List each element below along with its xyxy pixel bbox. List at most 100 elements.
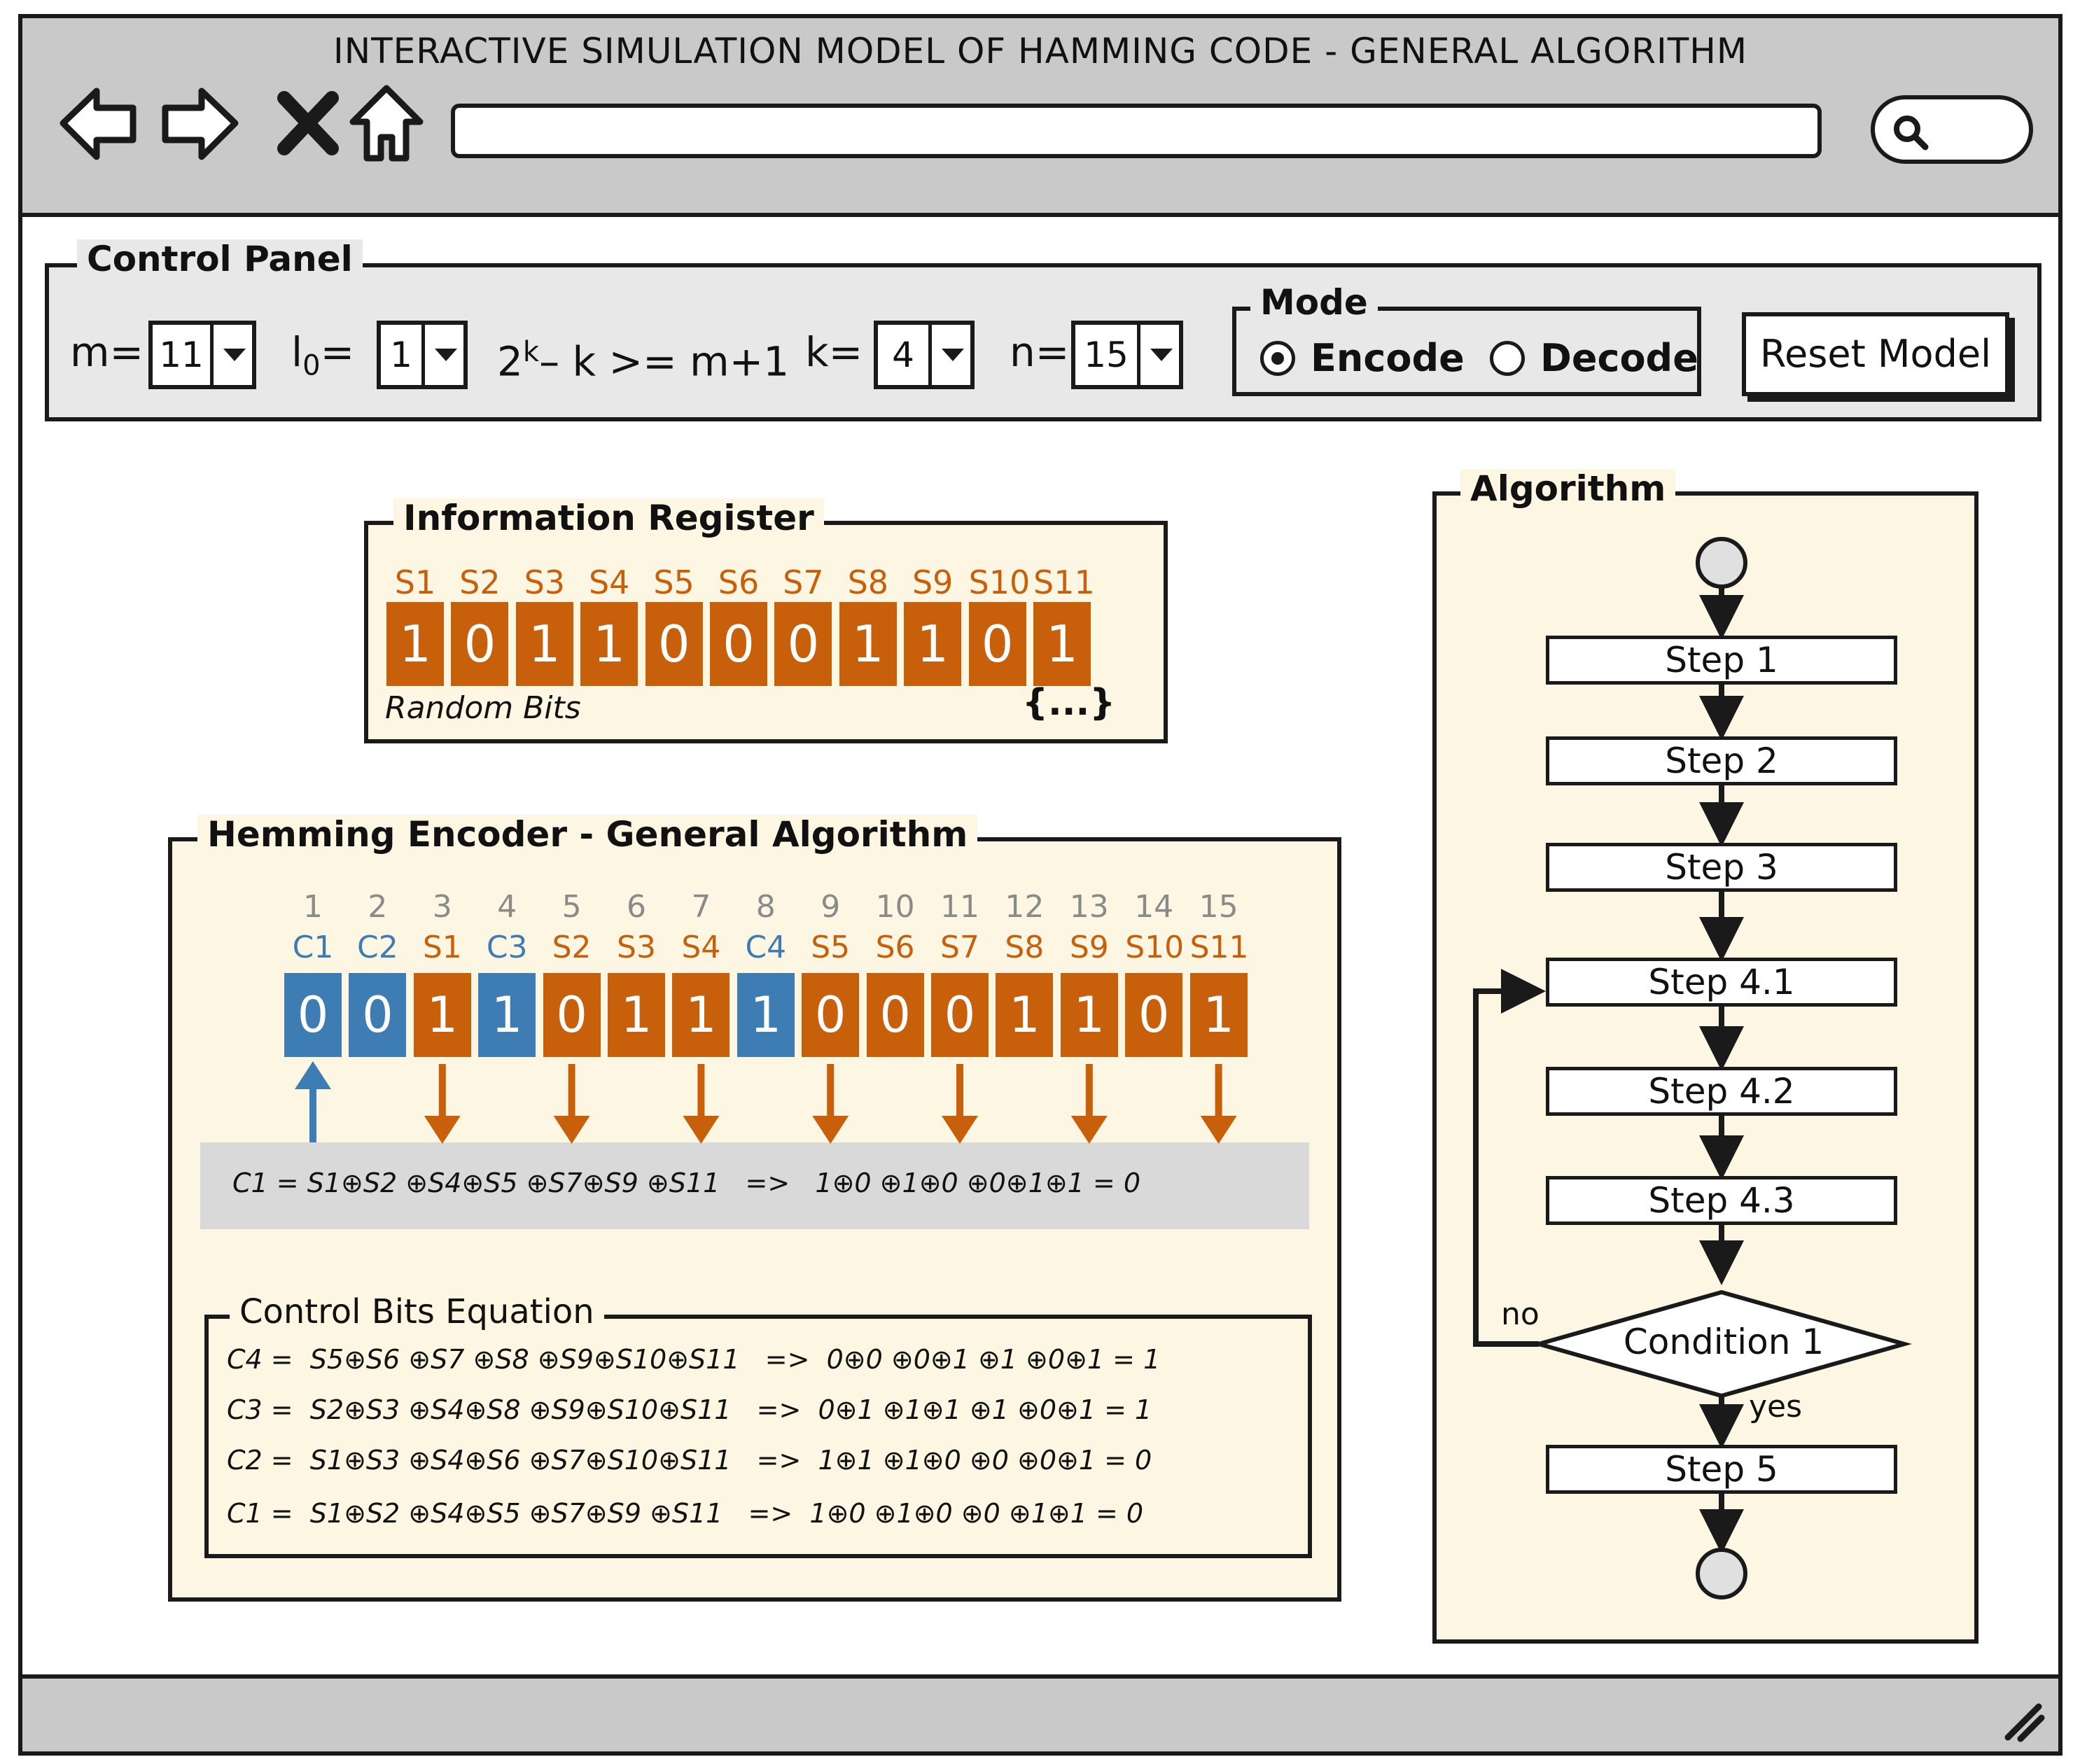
- info-bit-value[interactable]: 0: [451, 602, 509, 686]
- step-2[interactable]: Step 2: [1546, 736, 1897, 785]
- bit-position-number: 13: [1069, 889, 1109, 925]
- m-label: m=: [70, 328, 144, 376]
- info-bit-value[interactable]: 0: [968, 602, 1026, 686]
- arrow-down-icon: [1070, 1064, 1108, 1144]
- chevron-down-icon[interactable]: [1137, 325, 1179, 385]
- k-select[interactable]: 4: [874, 321, 975, 389]
- k-value: 4: [892, 335, 914, 375]
- info-bit-cell[interactable]: 0: [1125, 973, 1183, 1057]
- mode-encode-radio[interactable]: Encode: [1260, 336, 1465, 380]
- control-bit-cell[interactable]: 1: [737, 973, 795, 1057]
- step-5[interactable]: Step 5: [1546, 1445, 1897, 1494]
- info-bit-label: S6: [718, 564, 760, 601]
- bit-position-number: 3: [432, 889, 452, 925]
- back-arrow-icon[interactable]: [57, 83, 139, 164]
- control-bit-label: C1: [292, 930, 334, 965]
- step-3[interactable]: Step 3: [1546, 843, 1897, 892]
- info-bit-cell[interactable]: 1: [996, 973, 1054, 1057]
- info-bit-cell[interactable]: 0: [802, 973, 860, 1057]
- bit-position-number: 14: [1134, 889, 1174, 925]
- search-input[interactable]: [1871, 95, 2033, 164]
- arrow-down-icon: [1200, 1064, 1237, 1144]
- bit-position-number: 9: [821, 889, 841, 925]
- radio-empty-icon[interactable]: [1490, 340, 1525, 376]
- info-bit-value[interactable]: 1: [386, 602, 444, 686]
- bit-position-number: 15: [1199, 889, 1238, 925]
- step-4-2[interactable]: Step 4.2: [1546, 1067, 1897, 1116]
- info-bit-cell[interactable]: 1: [608, 973, 665, 1057]
- l0-select[interactable]: 1: [377, 321, 468, 389]
- chevron-down-icon[interactable]: [210, 325, 252, 385]
- info-bit-cell[interactable]: 0: [866, 973, 924, 1057]
- info-bit-value[interactable]: 1: [580, 602, 638, 686]
- bit-flow-arrows: [295, 1061, 1237, 1144]
- info-bit-label: S1: [422, 930, 462, 965]
- chevron-down-icon[interactable]: [928, 325, 970, 385]
- home-icon[interactable]: [346, 83, 427, 164]
- info-bit-value[interactable]: 1: [515, 602, 573, 686]
- info-bit-label: S4: [588, 564, 630, 601]
- info-bit-cell[interactable]: 1: [1189, 973, 1248, 1057]
- l0-label: l0=: [291, 328, 355, 382]
- info-bit-value[interactable]: 0: [645, 602, 703, 686]
- info-bit-cell[interactable]: 1: [1060, 973, 1118, 1057]
- n-value: 15: [1084, 335, 1129, 375]
- step-4-3[interactable]: Step 4.3: [1546, 1176, 1897, 1225]
- info-bit-cell[interactable]: 0: [543, 973, 601, 1057]
- start-node: [1696, 537, 1747, 589]
- m-select[interactable]: 11: [148, 321, 256, 389]
- info-bit-label: S11: [1189, 930, 1249, 965]
- flowchart-connectors: [1473, 537, 1912, 1600]
- info-bit-value[interactable]: 1: [1033, 602, 1091, 686]
- info-bit-value[interactable]: 1: [839, 602, 897, 686]
- condition-diamond: [1531, 1289, 1912, 1399]
- random-bits-label: Random Bits: [385, 690, 581, 726]
- random-bits-button[interactable]: {...}: [1022, 682, 1116, 724]
- l0-value: 1: [390, 335, 412, 375]
- chevron-down-icon[interactable]: [421, 325, 463, 385]
- info-bit-label: S11: [1033, 564, 1095, 601]
- title-bar: INTERACTIVE SIMULATION MODEL OF HAMMING …: [22, 18, 2058, 217]
- info-bit-label: S1: [394, 564, 436, 601]
- control-bit-cell[interactable]: 0: [349, 973, 407, 1057]
- control-bit-cell[interactable]: 1: [478, 973, 536, 1057]
- info-bit-label: S3: [524, 564, 566, 601]
- equation-c1: C1 = S1⊕S2 ⊕S4⊕S5 ⊕S7⊕S9 ⊕S11 => 1⊕0 ⊕1⊕…: [227, 1498, 1144, 1529]
- radio-selected-icon[interactable]: [1260, 340, 1295, 376]
- control-bit-label: C2: [357, 930, 398, 965]
- k-label: k=: [805, 328, 863, 376]
- mode-group: Mode Encode Decode: [1232, 283, 1701, 396]
- arrow-up-icon: [295, 1061, 331, 1142]
- info-bit-label: S2: [552, 930, 592, 965]
- bit-position-number: 11: [940, 889, 979, 925]
- resize-grip-icon[interactable]: [1998, 1695, 2047, 1744]
- info-bit-label: S9: [912, 564, 954, 601]
- equation-c3: C3 = S2⊕S3 ⊕S4⊕S8 ⊕S9⊕S10⊕S11 => 0⊕1 ⊕1⊕…: [227, 1394, 1152, 1425]
- bit-position-number: 1: [303, 889, 323, 925]
- close-x-icon[interactable]: [267, 83, 349, 164]
- info-bit-cell[interactable]: 0: [931, 973, 989, 1057]
- reset-model-button[interactable]: Reset Model: [1742, 312, 2009, 396]
- info-bit-value[interactable]: 0: [774, 602, 832, 686]
- info-bit-cell[interactable]: 1: [672, 973, 730, 1057]
- mode-decode-radio[interactable]: Decode: [1490, 336, 1698, 380]
- forward-arrow-icon[interactable]: [160, 83, 241, 164]
- step-4-1[interactable]: Step 4.1: [1546, 958, 1897, 1007]
- n-select[interactable]: 15: [1071, 321, 1183, 389]
- step-1[interactable]: Step 1: [1546, 636, 1897, 685]
- branch-yes-label: yes: [1749, 1389, 1803, 1424]
- info-bit-cell[interactable]: 1: [413, 973, 471, 1057]
- arrow-down-icon: [424, 1064, 461, 1144]
- info-bit-label: S7: [783, 564, 824, 601]
- url-input[interactable]: [451, 104, 1822, 158]
- bit-position-number: 10: [875, 889, 915, 925]
- info-bit-value[interactable]: 1: [904, 602, 962, 686]
- control-bit-cell[interactable]: 0: [284, 973, 342, 1057]
- condition-1[interactable]: Condition 1: [1623, 1322, 1824, 1362]
- info-bit-value[interactable]: 0: [710, 602, 767, 686]
